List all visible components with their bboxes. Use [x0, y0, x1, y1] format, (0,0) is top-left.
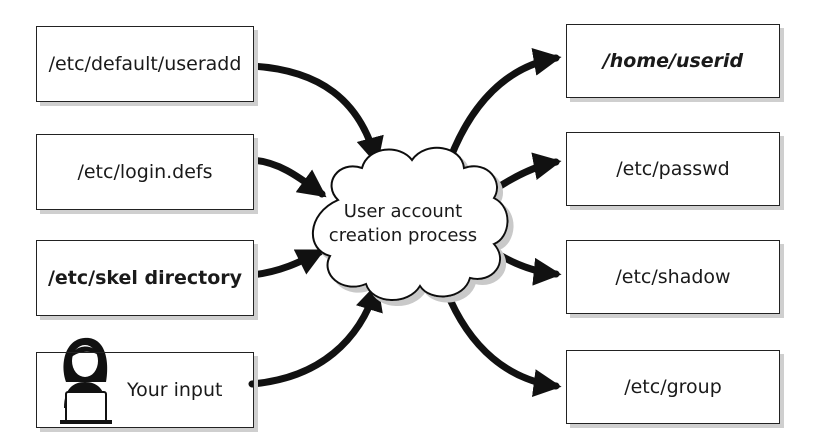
- arrow-home-userid: [442, 48, 562, 174]
- arrow-group: [442, 286, 562, 397]
- output-shadow-label: /etc/shadow: [615, 266, 731, 288]
- arrow-passwd: [490, 152, 562, 194]
- process-cloud: [312, 146, 509, 301]
- process-label-line-1: User account: [343, 201, 463, 222]
- output-passwd-label: /etc/passwd: [616, 158, 730, 180]
- arrow-default-useradd: [248, 62, 384, 166]
- process-label-line-2: creation process: [328, 225, 478, 246]
- input-login-defs-label: /etc/login.defs: [77, 161, 213, 183]
- arrow-login-defs: [248, 156, 327, 198]
- input-skel-directory: /etc/skel directory: [36, 240, 254, 316]
- output-shadow: /etc/shadow: [566, 240, 780, 314]
- input-your-input: Your input: [36, 352, 254, 428]
- arrow-shadow: [494, 250, 562, 286]
- input-default-useradd-label: /etc/default/useradd: [48, 53, 242, 75]
- input-your-input-label: Your input: [127, 379, 223, 401]
- output-group: /etc/group: [566, 350, 780, 424]
- process-label: User account creation process: [318, 200, 488, 248]
- input-default-useradd: /etc/default/useradd: [36, 26, 254, 102]
- output-home-userid-label: /home/userid: [602, 50, 744, 72]
- person-at-laptop-icon: [60, 337, 112, 424]
- arrow-your-input: [248, 282, 383, 388]
- output-home-userid: /home/userid: [566, 24, 780, 98]
- input-login-defs: /etc/login.defs: [36, 134, 254, 210]
- arrow-skel-directory: [248, 248, 326, 279]
- output-group-label: /etc/group: [624, 376, 722, 398]
- output-passwd: /etc/passwd: [566, 132, 780, 206]
- input-skel-directory-label: /etc/skel directory: [47, 267, 243, 289]
